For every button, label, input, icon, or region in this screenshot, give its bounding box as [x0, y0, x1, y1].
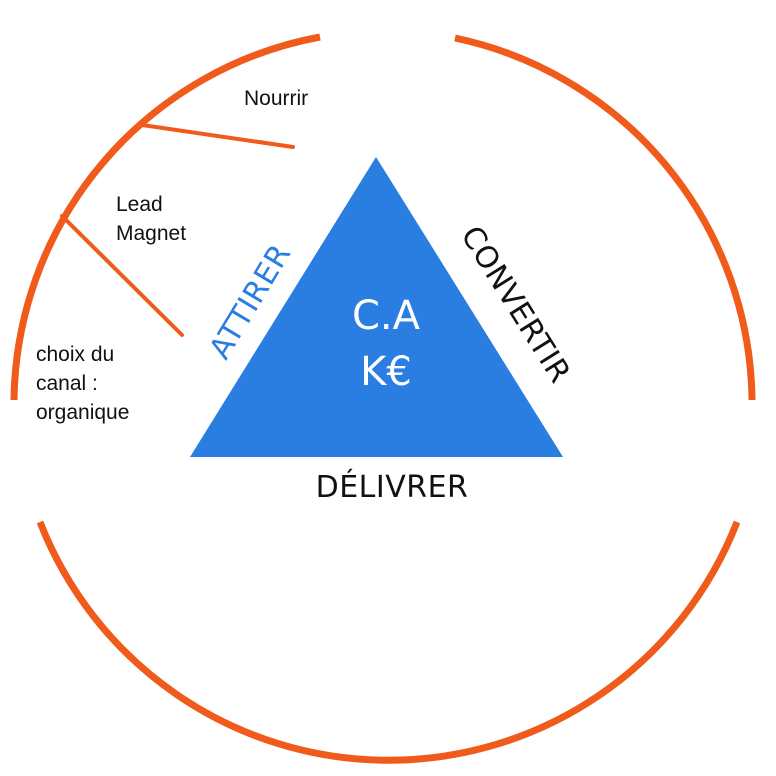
ring-arc-right [454, 34, 756, 401]
spoke-line-nourrir [140, 123, 295, 149]
triangle-center-keuro: K€ [360, 349, 412, 395]
triangle-side-delivrer: DÉLIVRER [315, 470, 469, 505]
value-triangle [190, 157, 563, 457]
ring-arc-top-left [10, 33, 321, 401]
ring-arc-bottom [36, 520, 741, 764]
triangle-center-ca: C.A [351, 293, 420, 339]
label-lead-magnet: Lead Magnet [116, 193, 187, 245]
label-nourrir: Nourrir [244, 87, 309, 110]
label-choix-canal: choix du canal : organique [36, 343, 130, 424]
spoke-line-lead-magnet [60, 214, 184, 337]
